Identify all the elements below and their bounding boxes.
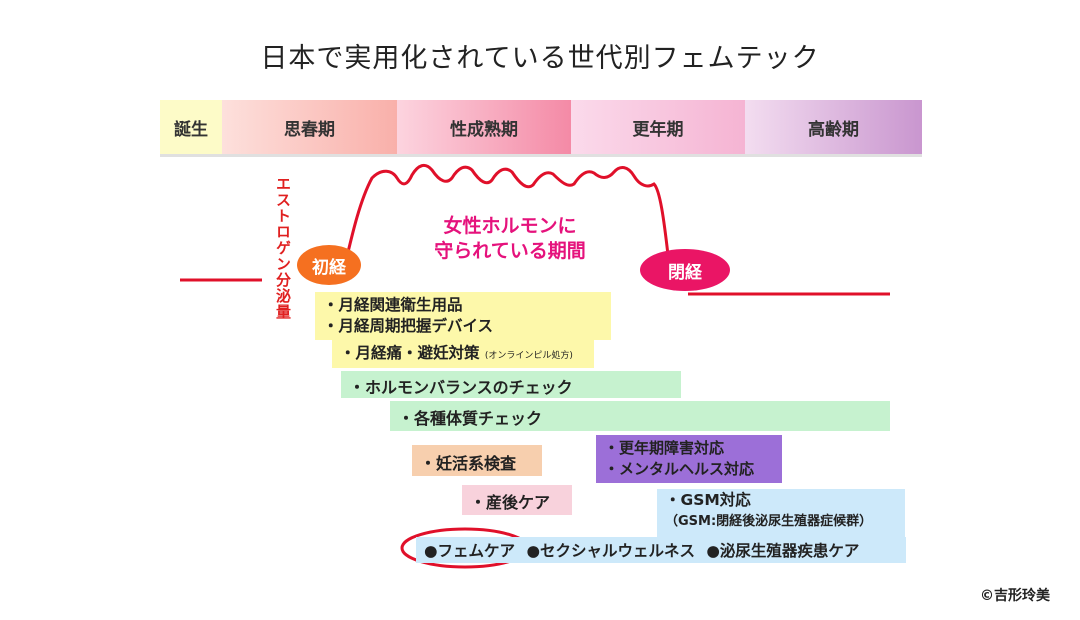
category-urogenital-care: ●泌尿生殖器疾患ケア (706, 542, 860, 560)
menstrual-cycle-device-item: ・月経周期把握デバイス (323, 317, 494, 335)
menopause-care-box: ・更年期障害対応 ・メンタルヘルス対応 (596, 435, 782, 483)
stage-birth: 誕生 (160, 100, 222, 154)
stage-menopause: 更年期 (571, 100, 745, 154)
menopause-disorder-item: ・更年期障害対応 (604, 439, 725, 457)
stage-divider (160, 154, 922, 157)
stage-puberty: 思春期 (222, 100, 397, 154)
menstrual-pain-item: ・月経痛・避妊対策 (340, 344, 480, 362)
postpartum-care-box: ・産後ケア (462, 485, 572, 515)
estrogen-axis-label: エストロゲン分泌量 (274, 176, 292, 320)
page-title: 日本で実用化されている世代別フェムテック (260, 43, 820, 74)
category-femcare: ●フェムケア (424, 542, 516, 560)
menopause-badge: 閉経 (640, 249, 730, 291)
estrogen-curve (343, 163, 670, 266)
stage-elderly: 高齢期 (745, 100, 922, 154)
stage-reproductive: 性成熟期 (397, 100, 571, 154)
gsm-item: ・GSM対応 (665, 491, 751, 509)
hormone-label-line-1: 女性ホルモンに (443, 215, 577, 237)
hormone-protected-period-label: 女性ホルモンに 守られている期間 (400, 214, 620, 264)
fertility-test-box: ・妊活系検査 (412, 445, 542, 476)
online-pill-note: (オンラインピル処方) (484, 351, 573, 361)
category-sexual-wellness: ●セクシャルウェルネス (526, 542, 695, 560)
hormone-label-line-2: 守られている期間 (434, 240, 586, 262)
gsm-definition: （GSM:閉経後泌尿生殖器症候群） (665, 514, 873, 529)
mental-health-item: ・メンタルヘルス対応 (604, 460, 755, 478)
menstrual-goods-box: ・月経関連衛生用品 ・月経周期把握デバイス (315, 292, 611, 340)
gsm-box: ・GSM対応 （GSM:閉経後泌尿生殖器症候群） (657, 489, 905, 537)
menarche-badge: 初経 (297, 245, 361, 285)
menstrual-goods-item: ・月経関連衛生用品 (323, 296, 463, 314)
menstrual-pain-box: ・月経痛・避妊対策 (オンラインピル処方) (332, 340, 594, 368)
constitution-check-box: ・各種体質チェック (390, 401, 890, 431)
category-row: ●フェムケア ●セクシャルウェルネス ●泌尿生殖器疾患ケア (416, 537, 906, 563)
copyright: ©吉形玲美 (980, 588, 1050, 604)
hormone-check-box: ・ホルモンバランスのチェック (341, 371, 681, 398)
